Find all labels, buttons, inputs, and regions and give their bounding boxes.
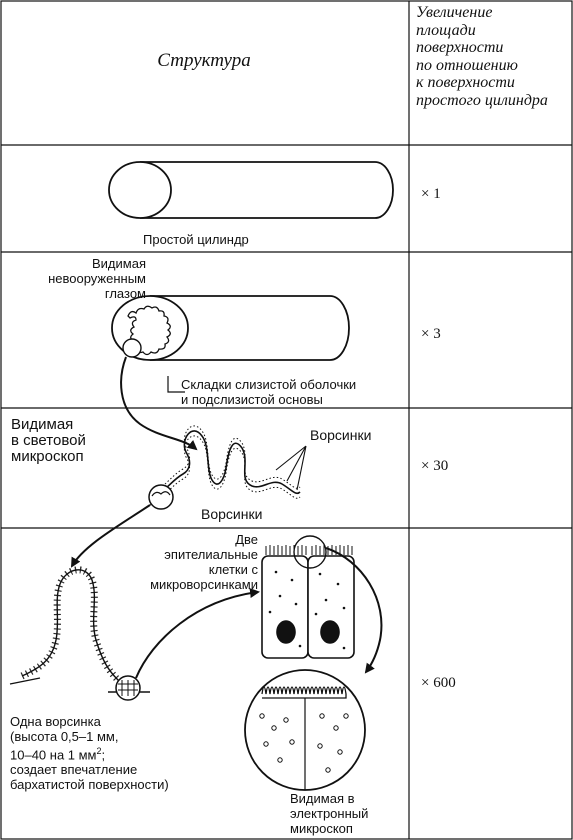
label-line: (высота 0,5–1 мм, — [10, 729, 169, 744]
header-line: простого цилиндра — [416, 92, 548, 110]
column-header-structure: Структура — [0, 50, 408, 72]
header-line: Увеличение — [416, 4, 548, 22]
label-line: электронный — [290, 806, 368, 821]
label-line: микроворсинками — [90, 577, 258, 592]
villi-fringe — [150, 426, 300, 495]
label-line: невооруженным — [0, 271, 146, 286]
label-line: глазом — [0, 286, 146, 301]
label-line: Видимая — [11, 417, 86, 433]
label-line: клетки с — [90, 562, 258, 577]
header-line: поверхности — [416, 39, 548, 57]
factor-row-2: × 3 — [421, 326, 441, 343]
label-mucosal-folds: Складки слизистой оболочки и подслизисто… — [181, 377, 356, 407]
label-line: создает впечатление — [10, 762, 169, 777]
factor-row-1: × 1 — [421, 186, 441, 203]
header-line: к поверхности — [416, 74, 548, 92]
label-line: 10–40 на 1 мм2; — [10, 744, 169, 762]
label-line: Видимая в — [290, 791, 368, 806]
label-line: Две — [90, 532, 258, 547]
factor-row-4: × 600 — [421, 675, 456, 692]
label-line: Складки слизистой оболочки — [181, 377, 356, 392]
label-line-prefix: 10–40 на 1 мм — [10, 747, 97, 762]
label-villi-right: Ворсинки — [310, 428, 371, 443]
label-line-suffix: ; — [102, 747, 106, 762]
label-single-villus: Одна ворсинка (высота 0,5–1 мм, 10–40 на… — [10, 714, 169, 792]
label-line: микроскоп — [11, 449, 86, 465]
label-line: Видимая — [0, 256, 146, 271]
factor-row-3: × 30 — [421, 458, 448, 475]
zoom-circle-villus — [149, 485, 173, 509]
label-simple-cylinder: Простой цилиндр — [143, 232, 249, 247]
zoom-circle-fold — [123, 339, 141, 357]
label-line: бархатистой поверхности) — [10, 777, 169, 792]
label-electron-microscope: Видимая в электронный микроскоп — [290, 791, 368, 836]
villi-line — [150, 431, 300, 500]
label-visible-naked-eye: Видимая невооруженным глазом — [0, 256, 146, 301]
simple-cylinder — [109, 162, 393, 218]
label-line: в световой — [11, 433, 86, 449]
label-line: Одна ворсинка — [10, 714, 169, 729]
label-epithelial-cells: Две эпителиальные клетки с микроворсинка… — [90, 532, 258, 592]
arrow-villus-to-cells — [136, 592, 258, 678]
label-visible-light-microscope: Видимая в световой микроскоп — [11, 417, 86, 465]
column-header-increase: Увеличение площади поверхности по отноше… — [416, 4, 548, 109]
label-line: эпителиальные — [90, 547, 258, 562]
label-line: микроскоп — [290, 821, 368, 836]
header-line: по отношению — [416, 57, 548, 75]
label-line: и подслизистой основы — [181, 392, 356, 407]
header-line: площади — [416, 22, 548, 40]
label-villi-bottom: Ворсинки — [201, 507, 262, 522]
